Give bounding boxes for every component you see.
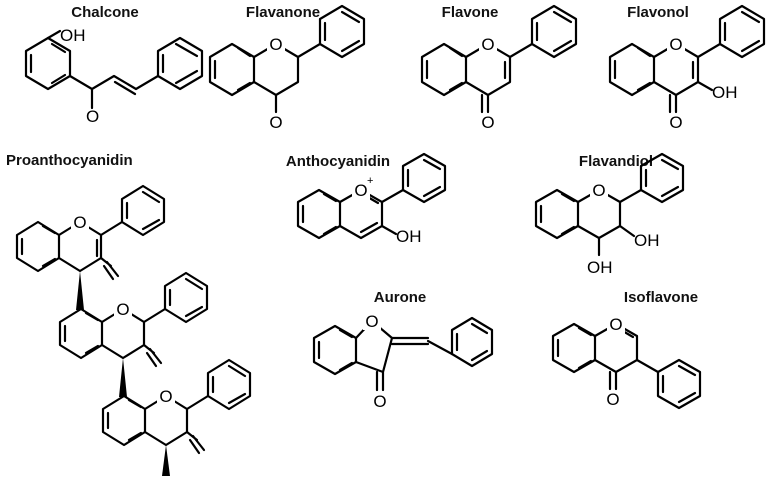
chalcone-oh: OH [60, 26, 86, 45]
anthocyanidin-label: Anthocyanidin [286, 153, 390, 170]
flavandiol-label: Flavandiol [579, 153, 653, 170]
isoflavone-carbonyl-o: O [606, 390, 619, 409]
chalcone-carbonyl-o: O [86, 107, 99, 126]
flavone-structure: Flavone O O [420, 4, 578, 132]
flavonol-carbonyl-o: O [669, 113, 682, 132]
flavandiol-oh-1: OH [634, 231, 660, 250]
flavonol-oh: OH [712, 83, 738, 102]
flavone-label: Flavone [442, 4, 499, 21]
chalcone-label: Chalcone [71, 4, 139, 21]
isoflavone-ring-o: O [609, 315, 622, 334]
flavone-carbonyl-o: O [481, 113, 494, 132]
aurone-ring-o: O [365, 312, 378, 331]
proanthocyanidin-structure: Proanthocyanidin O O O [6, 152, 252, 476]
chalcone-structure: Chalcone OH O [24, 4, 204, 126]
flavandiol-oh-2: OH [587, 258, 613, 277]
flavanone-label: Flavanone [246, 4, 320, 21]
proanthocyanidin-ring-o-3: O [159, 387, 172, 406]
anthocyanidin-structure: Anthocyanidin O + OH [286, 152, 447, 246]
flavonol-label: Flavonol [627, 4, 689, 21]
flavanone-carbonyl-o: O [269, 113, 282, 132]
flavandiol-structure: Flavandiol O OH OH [534, 152, 685, 277]
proanthocyanidin-label: Proanthocyanidin [6, 152, 133, 169]
proanthocyanidin-ring-o-1: O [73, 213, 86, 232]
isoflavone-structure: Isoflavone O O [551, 289, 702, 410]
aurone-structure: Aurone O O [312, 289, 494, 411]
flavone-ring-o: O [481, 35, 494, 54]
anthocyanidin-oh: OH [396, 227, 422, 246]
proanthocyanidin-ring-o-2: O [116, 300, 129, 319]
flavandiol-ring-o: O [592, 181, 605, 200]
isoflavone-label: Isoflavone [624, 289, 698, 306]
flavonol-ring-o: O [669, 35, 682, 54]
flavanone-structure: Flavanone O O [208, 4, 366, 132]
aurone-label: Aurone [374, 289, 427, 306]
flavanone-ring-o: O [269, 35, 282, 54]
anthocyanidin-charge: + [367, 175, 373, 187]
flavonol-structure: Flavonol O O OH [608, 4, 766, 132]
aurone-carbonyl-o: O [373, 392, 386, 411]
anthocyanidin-ring-o: O [354, 181, 367, 200]
